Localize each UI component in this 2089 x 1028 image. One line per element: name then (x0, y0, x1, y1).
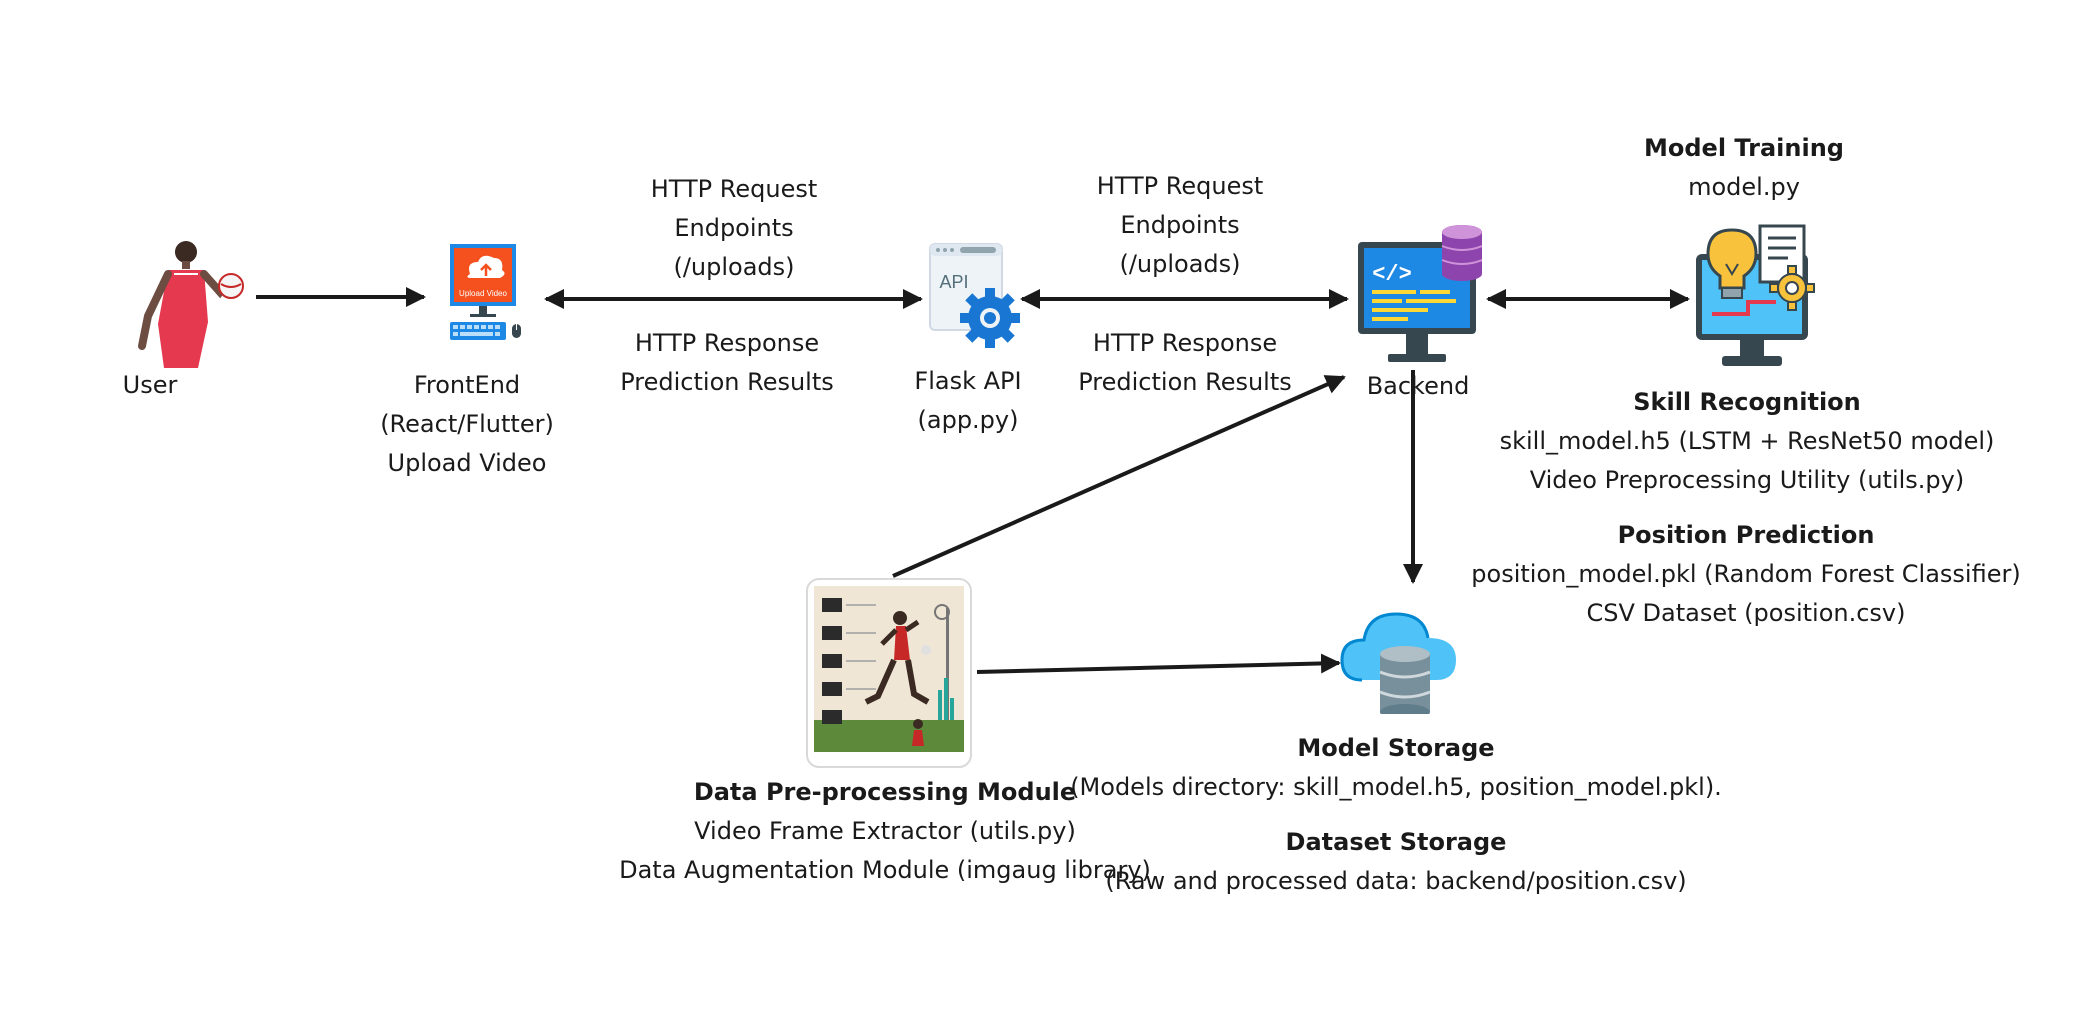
flask-backend-response-label: HTTP Response Prediction Results (1078, 329, 1292, 396)
arrow-preprocess-to-storage (976, 653, 1341, 674)
fe-flask-response-label: HTTP Response Prediction Results (620, 329, 834, 396)
user-label: User (122, 371, 178, 399)
svg-text:Upload Video: Upload Video (459, 289, 507, 298)
svg-text:</>: </> (1372, 262, 1412, 287)
preprocessing-illustration[interactable] (806, 578, 972, 768)
flask-label: Flask API (app.py) (914, 367, 1022, 434)
netball-player-icon (128, 240, 246, 368)
preprocessing-label: Data Pre-processing Module Video Frame E… (619, 778, 1151, 884)
flask-api-gear-icon[interactable]: API (928, 226, 1022, 350)
cloud-database-icon[interactable] (1340, 602, 1460, 714)
model-training-bulb-icon[interactable] (1692, 224, 1824, 374)
upload-video-computer-icon[interactable]: Upload Video (448, 242, 526, 348)
model-storage-label: Model Storage (Models directory: skill_m… (1070, 734, 1722, 801)
fe-flask-request-label: HTTP Request Endpoints (/uploads) (650, 175, 818, 281)
frontend-label: FrontEnd (React/Flutter) Upload Video (380, 371, 554, 477)
backend-label: Backend (1366, 372, 1470, 400)
backend-server-icon[interactable]: </> (1354, 224, 1482, 372)
model-training-label: Model Training model.py (1644, 134, 1844, 201)
skill-recognition-label: Skill Recognition skill_model.h5 (LSTM +… (1499, 388, 1995, 494)
svg-text:API: API (939, 272, 968, 292)
position-prediction-label: Position Prediction position_model.pkl (… (1471, 521, 2021, 627)
dataset-storage-label: Dataset Storage (Raw and processed data:… (1105, 828, 1687, 895)
flask-backend-request-label: HTTP Request Endpoints (/uploads) (1096, 172, 1264, 278)
arrow-preprocess-to-backend (892, 375, 1346, 578)
